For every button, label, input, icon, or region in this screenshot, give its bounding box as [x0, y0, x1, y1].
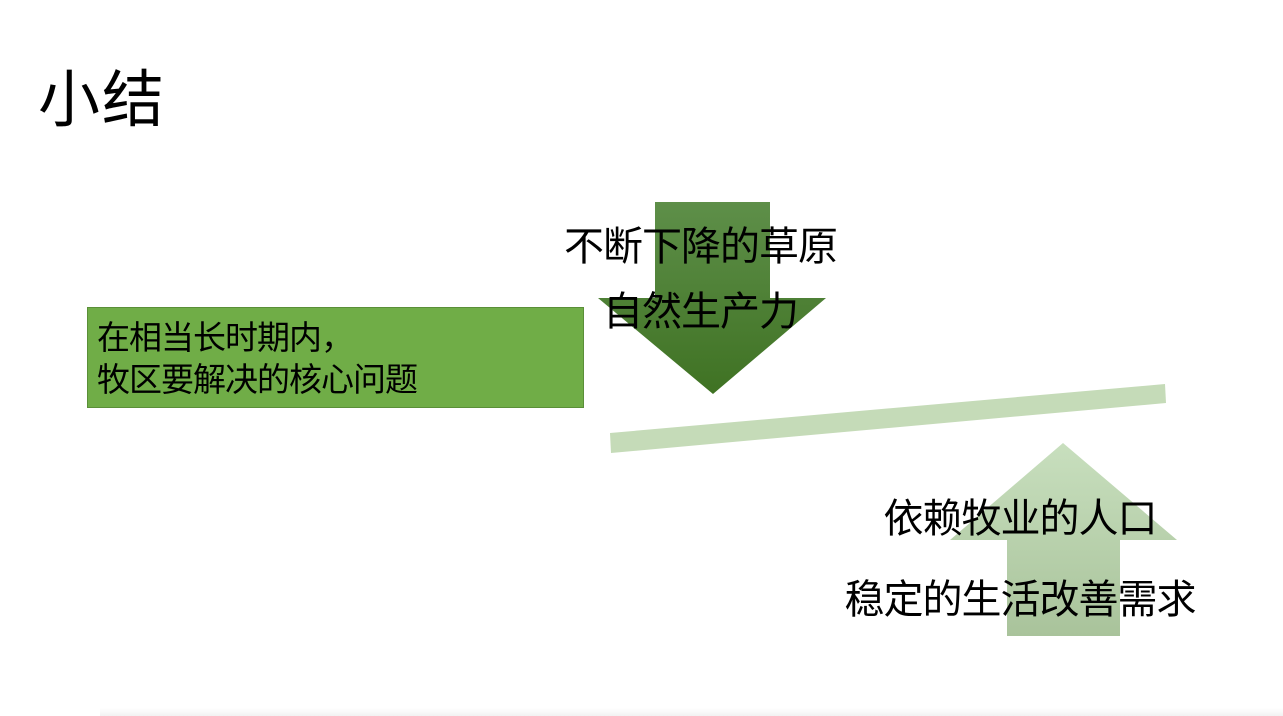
slide-bottom-shadow — [100, 708, 1283, 716]
down-arrow-label-2: 自然生产力 — [603, 289, 799, 335]
core-problem-box: 在相当长时期内， 牧区要解决的核心问题 — [87, 307, 584, 408]
balance-bar — [610, 384, 1166, 453]
slide-title: 小结 — [38, 63, 167, 136]
core-problem-line-1: 在相当长时期内， — [97, 318, 354, 357]
core-problem-line-2: 牧区要解决的核心问题 — [97, 360, 418, 399]
down-arrow-label-1: 不断下降的草原 — [564, 224, 838, 270]
up-arrow — [950, 443, 1177, 636]
up-arrow-label-2: 稳定的生活改善需求 — [844, 577, 1197, 623]
down-arrow — [598, 202, 826, 394]
up-arrow-label-1: 依赖牧业的人口 — [883, 496, 1158, 542]
